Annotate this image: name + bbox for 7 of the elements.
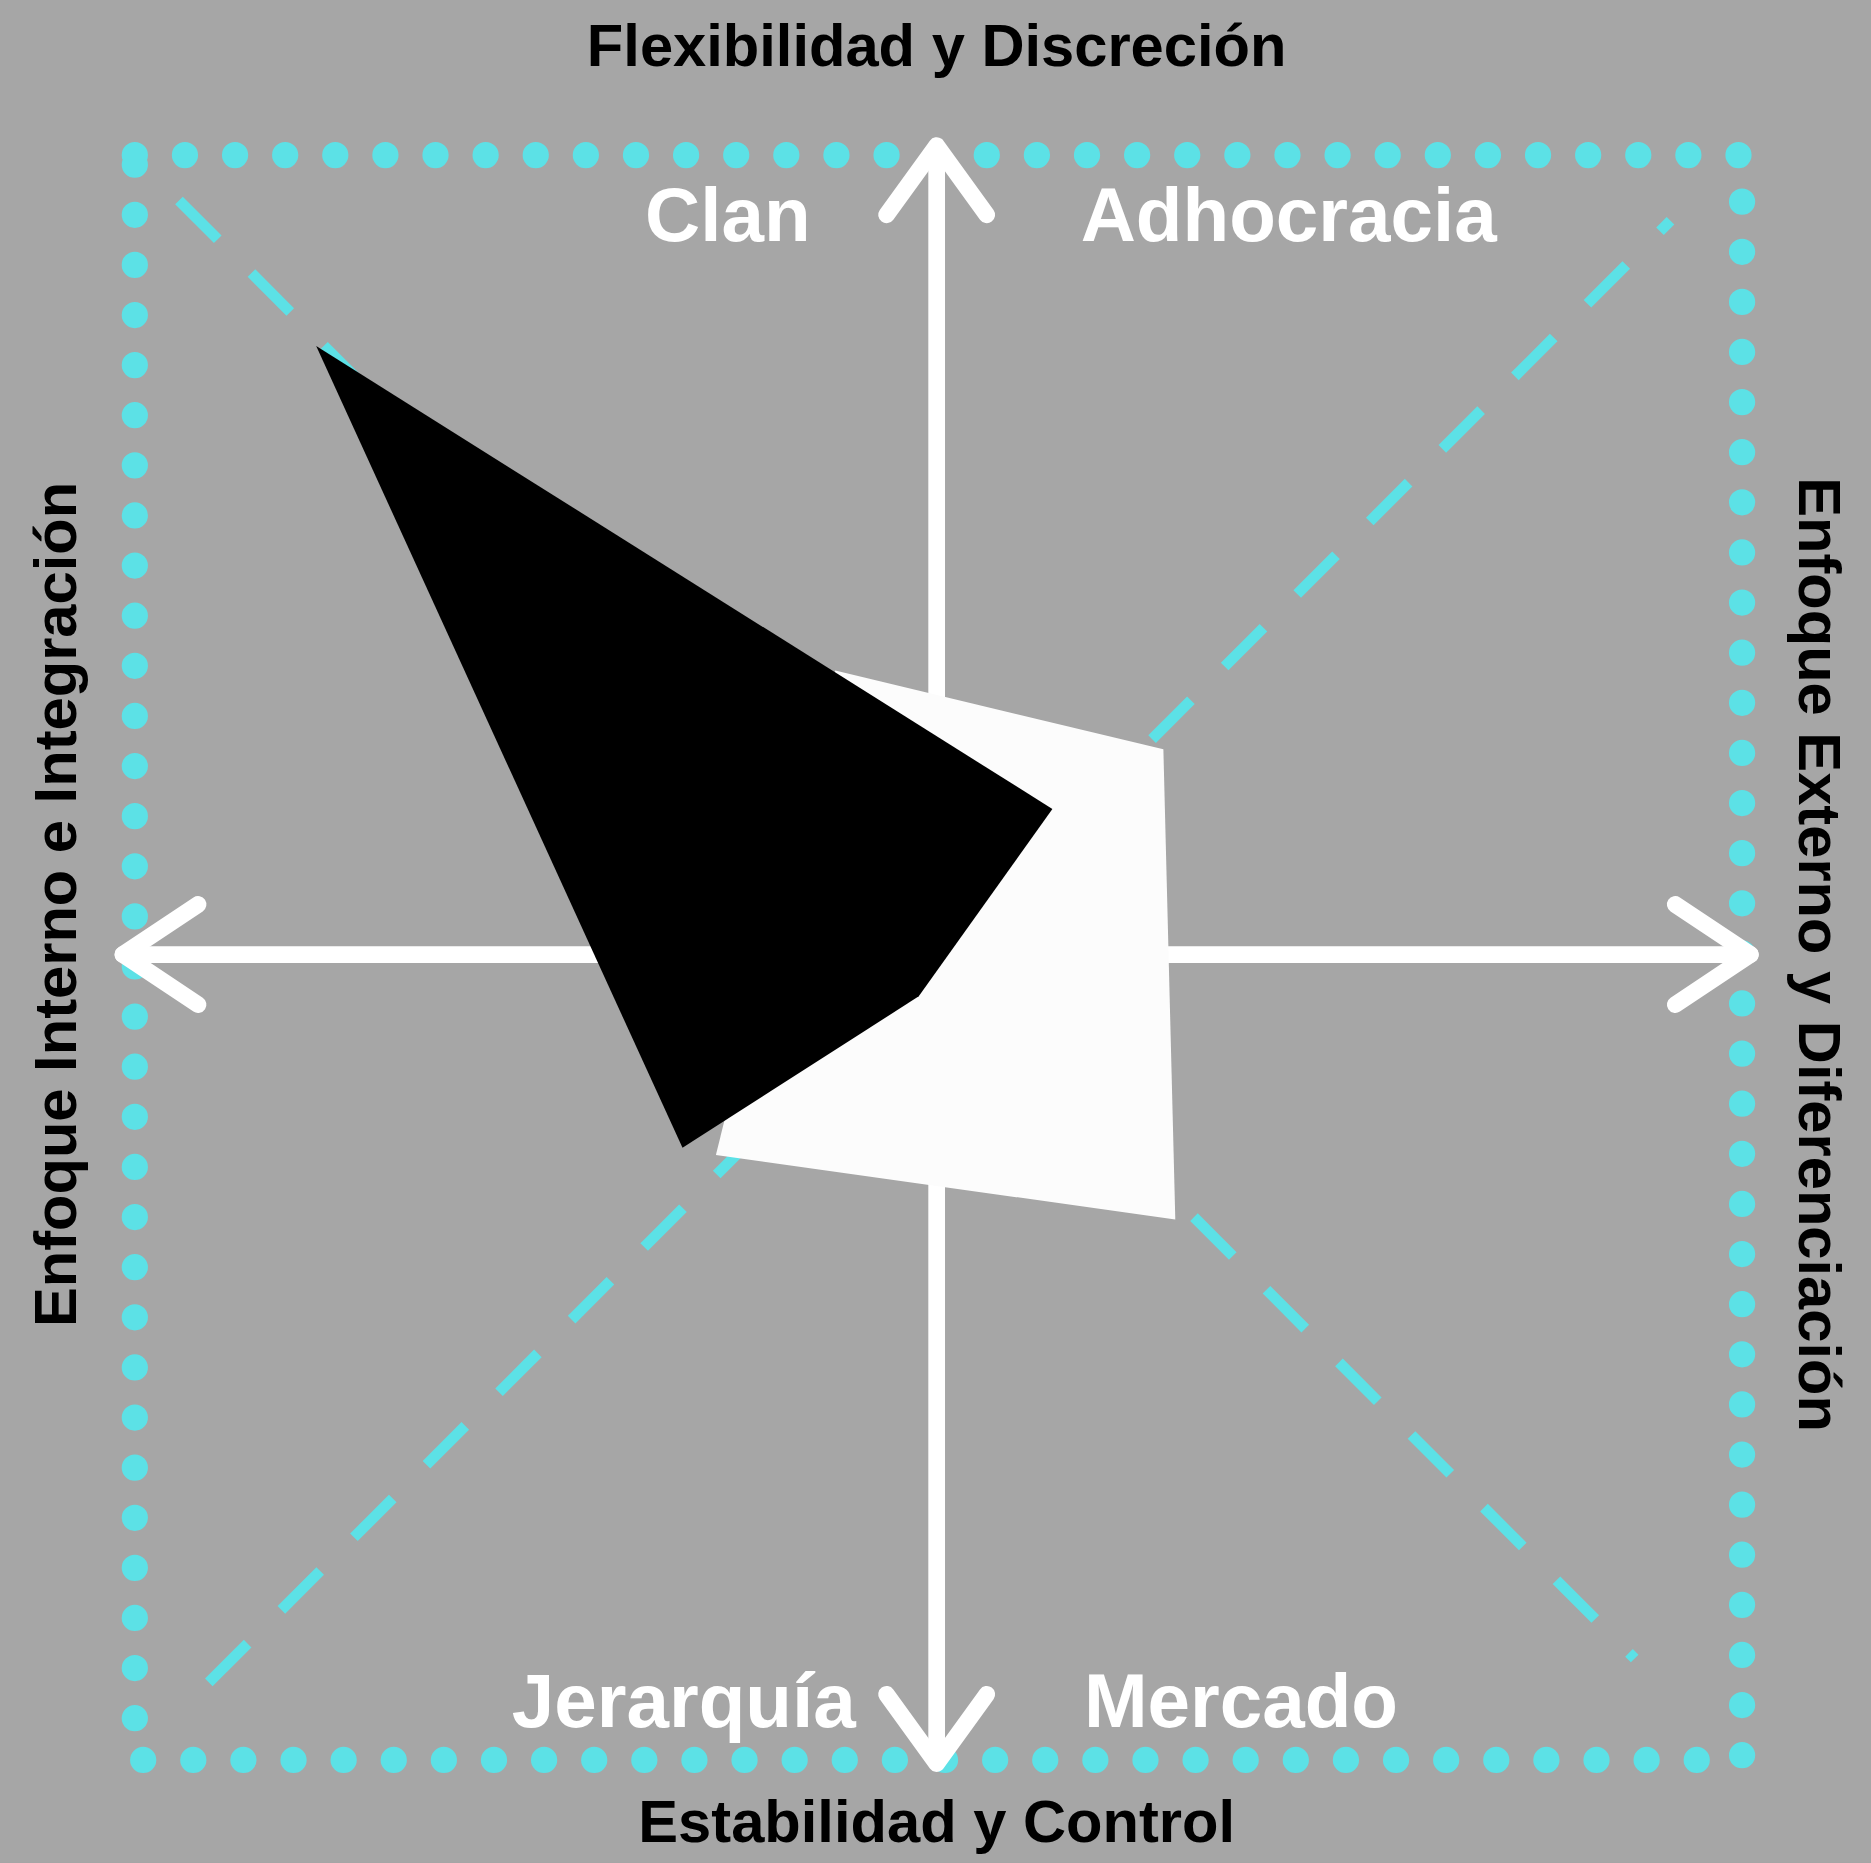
axis-label: Enfoque Externo y Diferenciación (1789, 477, 1850, 1432)
axis-label: Estabilidad y Control (638, 1792, 1235, 1852)
quadrant-label: Mercado (1083, 1662, 1398, 1739)
axis-label: Flexibilidad y Discreción (586, 15, 1287, 76)
axis-label: Enfoque Interno e Integración (26, 481, 86, 1328)
quadrant-label: Adhocracia (1080, 176, 1497, 253)
quadrant-label: Clan (645, 176, 811, 253)
